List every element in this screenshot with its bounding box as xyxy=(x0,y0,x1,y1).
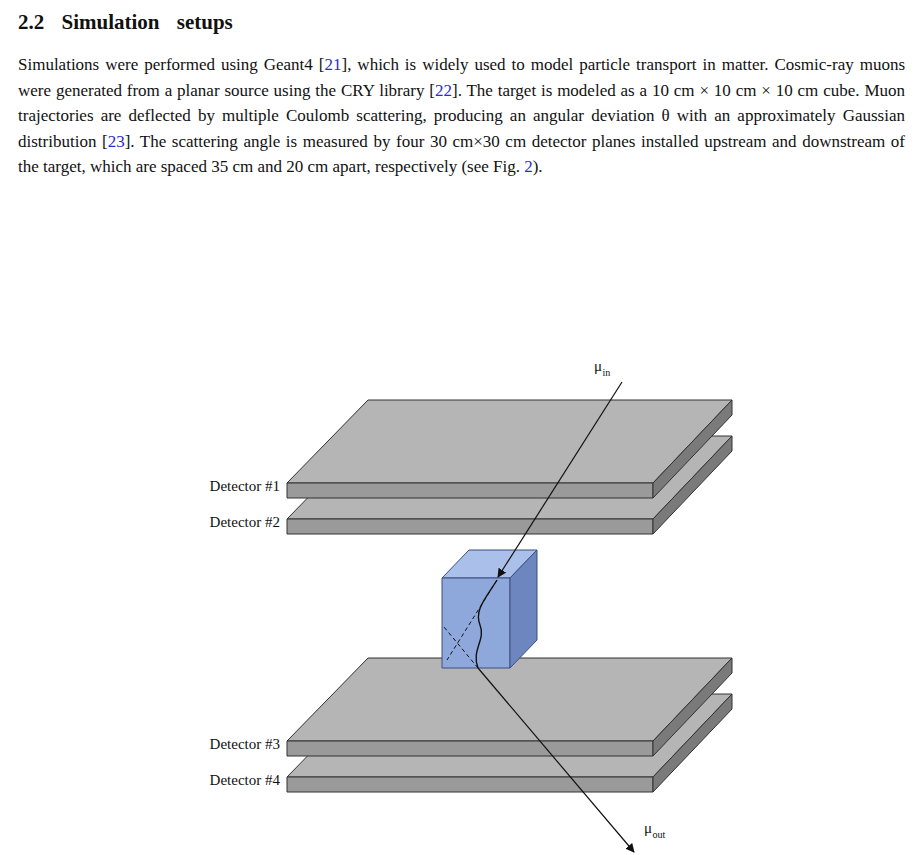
target-cube xyxy=(442,550,537,668)
detector-plane xyxy=(287,400,732,498)
paragraph-text: ]. The scattering angle is measured by f… xyxy=(18,132,905,177)
paragraph-text: ). xyxy=(533,157,543,176)
particle-subscript: out xyxy=(653,829,666,840)
citation-link: 2 xyxy=(524,157,533,176)
particle-symbol: μ xyxy=(594,358,602,375)
detector-label: Detector #3 xyxy=(160,736,280,753)
extrapolated-track xyxy=(444,627,478,668)
section-heading: 2.2 Simulation setups xyxy=(18,10,233,35)
detector-label: Detector #4 xyxy=(160,772,280,789)
incoming-muon xyxy=(498,382,622,577)
particle-symbol: μ xyxy=(644,820,652,837)
body-paragraph: Simulations were performed using Geant4 … xyxy=(18,52,905,180)
citation-link: 21 xyxy=(324,55,341,74)
citation-link: 22 xyxy=(435,81,452,100)
outgoing-muon xyxy=(478,668,634,852)
detector-plane xyxy=(287,658,732,756)
scattered-track xyxy=(476,580,497,668)
detector-label: Detector #2 xyxy=(160,514,280,531)
detector-label: Detector #1 xyxy=(160,478,280,495)
paragraph-text: Simulations were performed using Geant4 … xyxy=(18,55,324,74)
particle-subscript: in xyxy=(603,367,611,378)
citation-link: 23 xyxy=(108,132,125,151)
